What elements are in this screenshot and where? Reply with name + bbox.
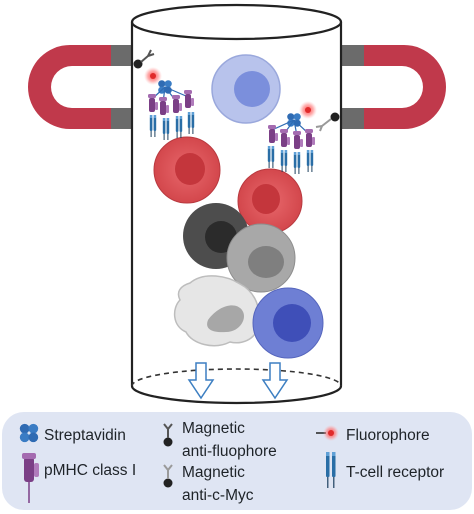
magnet-right <box>342 45 446 129</box>
magnetic-anti-fluophore-icon <box>163 423 173 447</box>
pale-blue-cell <box>211 54 281 124</box>
legend: Streptavidin Magnetic anti-fluophore Flu… <box>2 412 472 510</box>
legend-label-pmhc-class-i: pMHC class I <box>44 462 136 479</box>
magnetic-anti-cmyc-icon <box>163 464 173 488</box>
t-cell-receptor-icon <box>326 452 336 488</box>
red-cell-left <box>153 136 221 204</box>
legend-label-magnetic-anti-fluophore-line1: Magnetic <box>182 420 245 437</box>
gray-cell <box>226 223 296 293</box>
legend-label-magnetic-anti-fluophore-line2: anti-fluophore <box>182 443 277 460</box>
legend-label-t-cell-receptor: T-cell receptor <box>346 464 444 481</box>
legend-label-magnetic-anti-cmyc-line2: anti-c-Myc <box>182 487 254 504</box>
red-cell-right <box>237 168 303 234</box>
flow-down-arrow-right <box>261 362 289 400</box>
flow-down-arrow-left <box>187 362 215 400</box>
irregular-light-cell <box>173 275 259 347</box>
legend-label-fluorophore: Fluorophore <box>346 427 430 444</box>
blue-cell <box>252 287 324 359</box>
magnet-left <box>28 45 133 129</box>
fluorophore-icon <box>316 425 339 441</box>
pmhc-class-i-icon <box>22 453 39 503</box>
right-labeling-complex <box>267 101 340 175</box>
legend-label-streptavidin: Streptavidin <box>44 427 126 444</box>
legend-background <box>2 412 472 510</box>
legend-label-magnetic-anti-cmyc-line1: Magnetic <box>182 464 245 481</box>
left-labeling-complex <box>133 49 195 141</box>
